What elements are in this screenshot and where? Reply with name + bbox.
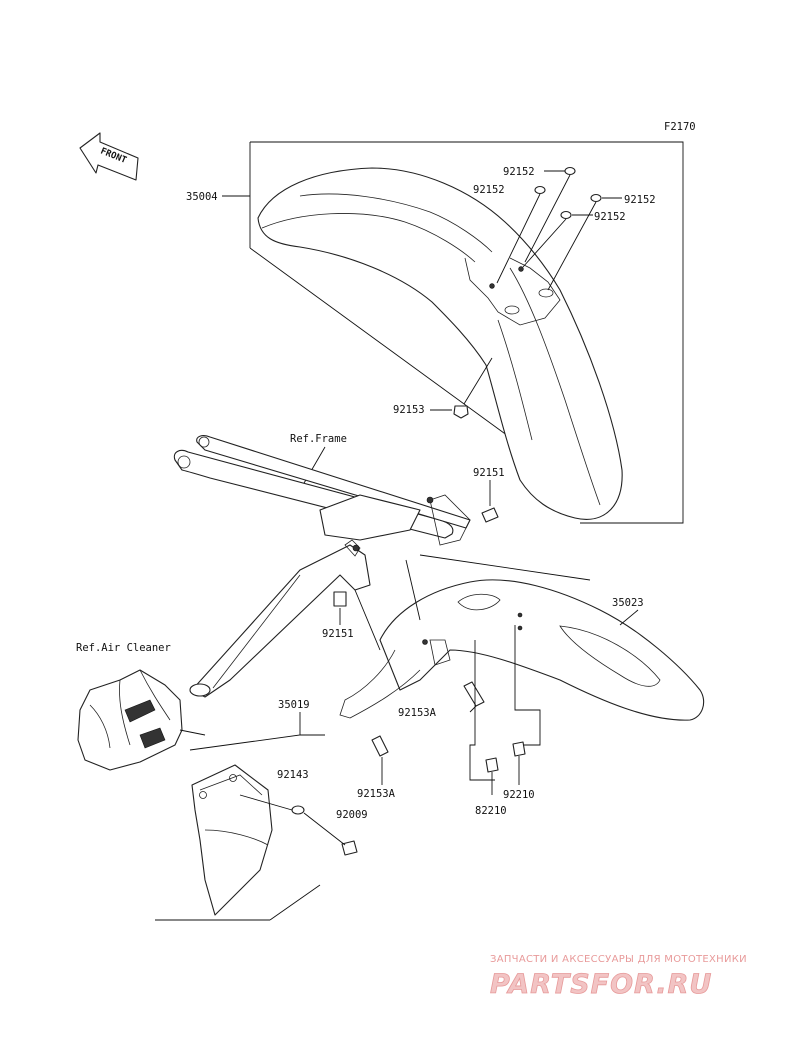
rear-fender-35023 — [339, 554, 705, 721]
washer-92152-group — [496, 166, 602, 291]
front-arrow-icon: FRONT — [79, 132, 139, 181]
watermark-subtitle: ЗАПЧАСТИ И АКСЕССУАРЫ ДЛЯ МОТОТЕХНИКИ — [490, 954, 747, 965]
screw-92009 — [303, 812, 358, 856]
front-fender-box — [249, 141, 684, 524]
bolt-92151-upper — [481, 480, 499, 523]
label-92152-lower: 92152 — [594, 211, 626, 223]
bolt-92151-lower — [333, 591, 347, 625]
collar-92143 — [239, 794, 305, 815]
label-92152-top: 92152 — [503, 166, 535, 178]
bolt-92153A-lower — [371, 735, 389, 785]
label-35004: 35004 — [186, 191, 218, 203]
watermark-brand: PARTSFOR.RU — [490, 969, 712, 1000]
label-92151-lower: 92151 — [322, 628, 354, 640]
air-cleaner-drawing — [77, 669, 206, 771]
bolt-92153 — [453, 357, 493, 419]
label-92151-upper: 92151 — [473, 467, 505, 479]
label-92153A-lower: 92153A — [357, 788, 396, 800]
nut-brackets — [469, 625, 541, 795]
ref-frame-label: Ref.Frame — [290, 433, 347, 445]
label-92143: 92143 — [277, 769, 309, 781]
label-92153A-right: 92153A — [398, 707, 437, 719]
label-92153: 92153 — [393, 404, 425, 416]
label-35023: 35023 — [612, 597, 644, 609]
mud-flap-35019 — [155, 764, 321, 921]
front-fender-35004 — [257, 167, 623, 520]
label-92210: 92210 — [503, 789, 535, 801]
ref-air-cleaner-label: Ref.Air Cleaner — [76, 642, 171, 654]
subframe-drawing — [173, 435, 471, 698]
label-82210: 82210 — [475, 805, 507, 817]
label-92152-left: 92152 — [473, 184, 505, 196]
label-35019: 35019 — [278, 699, 310, 711]
label-92152-right: 92152 — [624, 194, 656, 206]
figure-code: F2170 — [664, 121, 696, 133]
bolt-92153A-right — [463, 681, 485, 713]
label-92009: 92009 — [336, 809, 368, 821]
